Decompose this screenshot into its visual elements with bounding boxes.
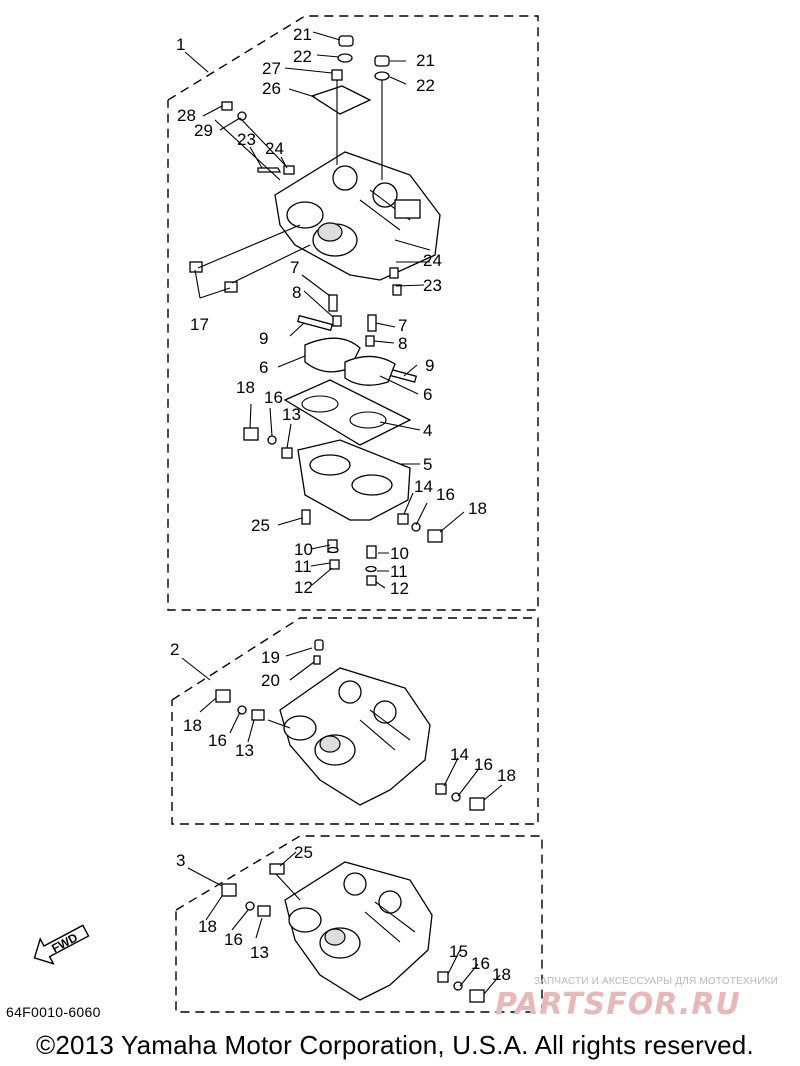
group-2-boundary bbox=[171, 617, 539, 825]
callout-7: 7 bbox=[398, 316, 407, 335]
callout-7: 7 bbox=[290, 258, 299, 277]
copyright-notice: ©2013 Yamaha Motor Corporation, U.S.A. A… bbox=[36, 1030, 754, 1060]
callout-16: 16 bbox=[474, 755, 493, 774]
group-3-leaders bbox=[205, 851, 501, 995]
callout-16: 16 bbox=[471, 954, 490, 973]
callout-18: 18 bbox=[492, 965, 511, 984]
callout-18: 18 bbox=[497, 766, 516, 785]
callout-18: 18 bbox=[183, 716, 202, 735]
group-2-leaders bbox=[199, 647, 503, 801]
group-1-assembly: 1 bbox=[167, 15, 539, 611]
callout-23: 23 bbox=[423, 276, 442, 295]
leader-line bbox=[184, 51, 209, 73]
group-number-3: 3 bbox=[176, 851, 185, 870]
group-1-boundary bbox=[167, 15, 539, 611]
top-caps bbox=[189, 35, 402, 296]
callout-28: 28 bbox=[177, 106, 196, 125]
callout-14: 14 bbox=[450, 745, 469, 764]
group-3-assembly: 3 25 18 16 13 15 16 bbox=[175, 835, 543, 1013]
callout-11: 11 bbox=[390, 562, 408, 581]
carburetor-body-upper bbox=[274, 151, 441, 281]
callout-20: 20 bbox=[261, 671, 280, 690]
callout-16: 16 bbox=[224, 930, 243, 949]
gasket bbox=[283, 379, 412, 446]
callout-27: 27 bbox=[262, 59, 281, 78]
float-assembly bbox=[297, 294, 418, 386]
callout-24: 24 bbox=[265, 139, 284, 158]
callout-22: 22 bbox=[293, 47, 312, 66]
callout-9: 9 bbox=[425, 356, 434, 375]
callout-29: 29 bbox=[194, 121, 213, 140]
callout-13: 13 bbox=[282, 405, 301, 424]
callout-19: 19 bbox=[261, 648, 280, 667]
callout-25: 25 bbox=[251, 516, 270, 535]
callout-16: 16 bbox=[264, 388, 283, 407]
leader-line bbox=[187, 867, 223, 887]
callout-6: 6 bbox=[423, 385, 432, 404]
callout-25: 25 bbox=[294, 843, 313, 862]
callout-17: 17 bbox=[190, 315, 209, 334]
group-number-1: 1 bbox=[176, 35, 185, 54]
callout-8: 8 bbox=[292, 283, 301, 302]
group-1-leaders bbox=[194, 31, 465, 589]
callout-18: 18 bbox=[198, 917, 217, 936]
callout-21: 21 bbox=[416, 51, 435, 70]
callout-15: 15 bbox=[449, 942, 468, 961]
group-3-boundary bbox=[175, 835, 543, 1013]
group-3-callouts: 25 18 16 13 15 16 18 bbox=[198, 843, 511, 984]
callout-12: 12 bbox=[294, 578, 313, 597]
callout-16: 16 bbox=[208, 731, 227, 750]
diagram-code: 64F0010-6060 bbox=[6, 1004, 101, 1020]
leader-line bbox=[181, 657, 211, 681]
callout-6: 6 bbox=[259, 358, 268, 377]
callout-11: 11 bbox=[294, 557, 312, 576]
callout-16: 16 bbox=[436, 485, 455, 504]
callout-26: 26 bbox=[262, 79, 281, 98]
callout-12: 12 bbox=[390, 579, 409, 598]
group-1-callouts: 21 22 27 26 21 22 28 29 23 24 17 7 8 24 … bbox=[177, 25, 487, 598]
carburetor-body-middle bbox=[215, 639, 485, 811]
callout-24: 24 bbox=[423, 251, 442, 270]
callout-18: 18 bbox=[236, 378, 255, 397]
group-2-assembly: 2 19 20 18 16 13 14 bbox=[170, 617, 539, 825]
callout-9: 9 bbox=[259, 329, 268, 348]
callout-8: 8 bbox=[398, 334, 407, 353]
forward-arrow-icon: FWD bbox=[33, 924, 90, 965]
callout-13: 13 bbox=[250, 943, 269, 962]
group-number-2: 2 bbox=[170, 640, 179, 659]
float-bowl bbox=[243, 427, 443, 586]
callout-23: 23 bbox=[237, 130, 256, 149]
callout-14: 14 bbox=[414, 477, 433, 496]
callout-10: 10 bbox=[294, 540, 313, 559]
watermark-tagline: ЗАПЧАСТИ И АКСЕССУАРЫ ДЛЯ МОТОТЕХНИКИ bbox=[534, 976, 779, 987]
callout-13: 13 bbox=[235, 741, 254, 760]
callout-10: 10 bbox=[390, 544, 409, 563]
callout-18: 18 bbox=[468, 499, 487, 518]
callout-5: 5 bbox=[423, 455, 432, 474]
callout-22: 22 bbox=[416, 76, 435, 95]
carburetor-body-lower bbox=[221, 861, 485, 1003]
group-2-callouts: 19 20 18 16 13 14 16 18 bbox=[183, 648, 516, 785]
callout-4: 4 bbox=[423, 421, 432, 440]
callout-21: 21 bbox=[293, 25, 312, 44]
watermark-logo: PARTSFOR.RU bbox=[495, 987, 741, 1022]
